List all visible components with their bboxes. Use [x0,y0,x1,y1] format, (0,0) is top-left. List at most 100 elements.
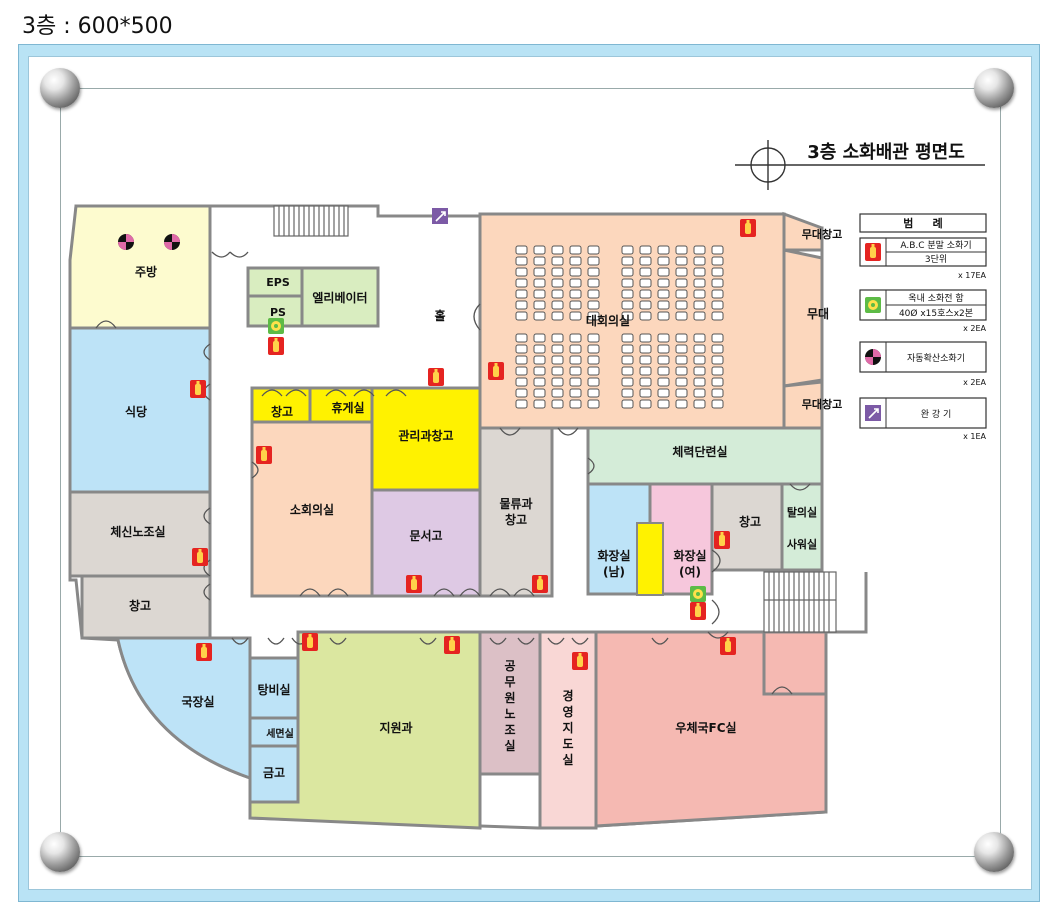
conference-seating [515,245,724,409]
seat [551,245,564,255]
bolt-top-right [974,68,1014,108]
seat [639,355,652,365]
legend-auto-count: x 2EA [963,378,986,387]
room-washroom [248,716,300,748]
seat [711,256,724,266]
legend-extinguisher-name: A.B.C 분말 소화기 [900,239,971,251]
seat [639,333,652,343]
label-fitness: 체신노조실 [110,524,165,539]
seat [551,377,564,387]
bolt-top-left [40,68,80,108]
seat [693,278,706,288]
seat [693,366,706,376]
room-changing [780,482,824,572]
legend-auto-name: 자동확산소화기 [907,352,965,364]
extinguisher-icon [488,362,504,380]
seat [515,355,528,365]
seat [551,399,564,409]
seat [587,311,600,321]
seat [639,344,652,354]
label-wc-female: 화장실(여) [673,548,706,579]
seat [657,388,670,398]
legend-extinguisher-unit: 3단위 [925,254,947,265]
extinguisher-icon [532,575,548,593]
label-hall: 홀 [434,308,445,323]
seat [675,333,688,343]
seat [621,333,634,343]
seat [551,311,564,321]
extinguisher-icon [196,643,212,661]
seat [693,344,706,354]
seat [515,377,528,387]
seat [533,300,546,310]
seat [711,399,724,409]
room-fitness [68,490,212,578]
seat [639,366,652,376]
label-lounge: 휴게실 [331,400,364,415]
seat [675,366,688,376]
seat [693,267,706,277]
seat [639,289,652,299]
seat [551,344,564,354]
seat [621,355,634,365]
legend-descender-count: x 1EA [963,432,986,441]
seat [693,355,706,365]
label-support: 지원과 [379,720,412,735]
seat [675,245,688,255]
seat [675,311,688,321]
label-storage-right: 창고 [739,514,761,529]
seat [639,399,652,409]
seat [569,377,582,387]
auto-extinguisher-icon [164,234,180,250]
extinguisher-icon [406,575,422,593]
seat [657,366,670,376]
seat [711,267,724,277]
seat [587,333,600,343]
guide-line-right [1000,88,1001,856]
room-eps [246,266,304,298]
room-labels: 주방 식당 체신노조실 창고 국장실 탕비실 세면실 금고 EPS PS 엘리베… [110,227,842,780]
seat [639,388,652,398]
seat [587,300,600,310]
seat [621,388,634,398]
legend: 범 례 A.B.C 분말 소화기 3단위 x 17EA 옥내 소화전 함 40Ø… [859,213,987,441]
seat [587,399,600,409]
extinguisher-icon [190,380,206,398]
seat [639,311,652,321]
seat [675,289,688,299]
page-caption: 3층 : 600*500 [22,14,173,39]
seat [587,278,600,288]
hydrant-icon [268,318,284,334]
seat [711,344,724,354]
seat [639,267,652,277]
seat [569,388,582,398]
label-gym: 체력단련실 [672,444,727,459]
room-storage-right [710,482,784,572]
seat [639,377,652,387]
seat [621,366,634,376]
wc-partition [636,522,664,596]
seat [711,355,724,365]
seat [621,245,634,255]
legend-extinguisher-count: x 17EA [958,271,987,280]
seat [711,388,724,398]
seat [587,245,600,255]
seat [675,267,688,277]
seat [657,399,670,409]
seat [569,256,582,266]
legend-hydrant-icon [865,297,881,313]
room-stage-store-top [782,211,824,252]
guide-line-top [60,88,1000,89]
seat [675,256,688,266]
seat [515,333,528,343]
label-stage: 무대 [807,307,829,321]
seat [693,377,706,387]
legend-hydrant-name: 옥내 소화전 함 [908,293,963,304]
seat [551,256,564,266]
seat [587,355,600,365]
bolt-bottom-right [974,832,1014,872]
seat [551,289,564,299]
label-safe: 금고 [263,766,285,780]
